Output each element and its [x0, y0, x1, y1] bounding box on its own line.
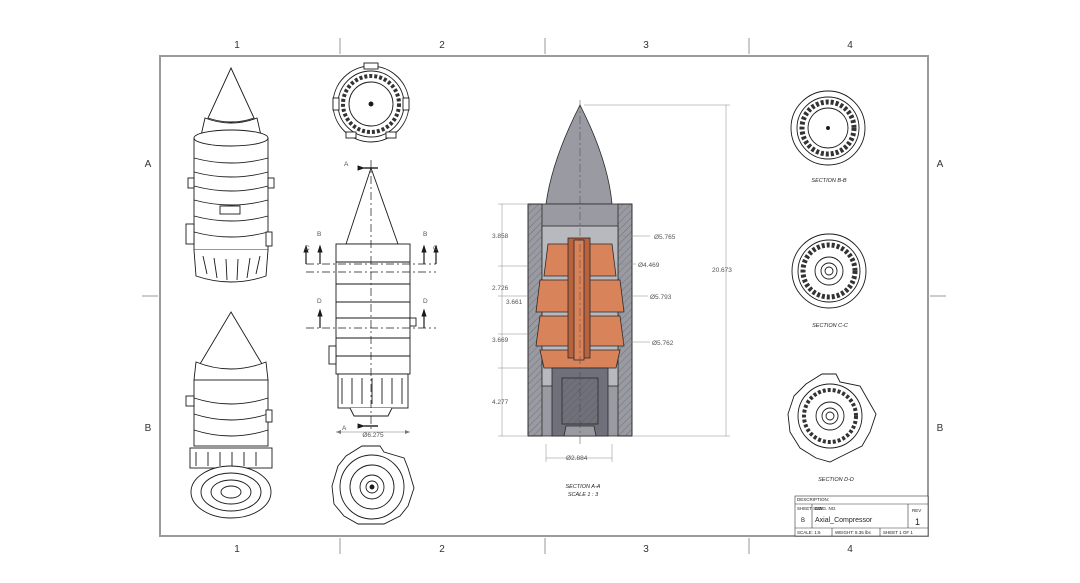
front-view	[303, 160, 439, 434]
dim-height-4: 3.669	[492, 337, 509, 344]
tb-sheet: SHEET 1 OF 1	[883, 530, 913, 535]
caption-section-aa: SECTION A-A	[566, 484, 601, 490]
marker-c-right: C	[433, 245, 438, 252]
tb-rev: 1	[915, 517, 920, 527]
marker-b-right: B	[423, 231, 427, 238]
tb-dwg-label: DWG. NO.	[815, 506, 837, 511]
dim-dia-4: Ø5.762	[652, 340, 674, 347]
zone-col-3-top: 3	[643, 40, 649, 51]
tb-description-label: DESCRIPTION:	[797, 497, 829, 502]
marker-b-left: B	[317, 231, 321, 238]
isometric-view-bottom	[185, 311, 273, 519]
zone-col-1-top: 1	[234, 40, 240, 51]
zone-row-b-left: B	[145, 423, 152, 434]
tb-weight: WEIGHT: 8.35 lbs	[835, 530, 872, 535]
section-cc-view	[791, 233, 867, 309]
section-markers: A A B B C C D D Ø6.275	[305, 161, 438, 439]
zone-labels: 1 2 3 4 1 2 3 4 A A B B	[145, 40, 944, 555]
tb-scale: SCALE: 1:6	[797, 530, 821, 535]
marker-a-bottom: A	[342, 425, 347, 432]
section-aa-view	[498, 100, 730, 462]
dim-height-5: 4.277	[492, 399, 509, 406]
caption-section-dd: SECTION D-D	[818, 477, 854, 483]
marker-d-right: D	[423, 298, 428, 305]
marker-a-top: A	[344, 161, 349, 168]
marker-d-left: D	[317, 298, 322, 305]
tb-size: B	[801, 518, 805, 524]
caption-scale: SCALE 1 : 3	[568, 492, 599, 498]
dim-bottom-dia: Ø2.884	[566, 455, 588, 462]
zone-col-1-bottom: 1	[234, 544, 240, 555]
isometric-view-top	[185, 66, 275, 283]
marker-c-left: C	[305, 245, 310, 252]
dim-height-1: 3.858	[492, 233, 509, 240]
zone-col-2-bottom: 2	[439, 544, 445, 555]
section-bb-view	[790, 90, 866, 166]
dim-front-width: Ø6.275	[362, 432, 384, 439]
title-block	[794, 495, 929, 537]
dim-overall-height: 20.673	[712, 267, 732, 274]
tb-size-label: SHEET SIZE	[797, 506, 823, 511]
section-dd-view	[787, 373, 877, 463]
tb-dwg-no: Axial_Compressor	[815, 517, 873, 524]
dim-height-2: 2.726	[492, 285, 509, 292]
caption-section-bb: SECTION B-B	[811, 178, 846, 184]
bottom-view	[331, 445, 415, 525]
section-aa-dimensions: 3.858 2.726 3.661 3.669 4.277 Ø5.765 Ø4.…	[492, 233, 732, 498]
caption-section-cc: SECTION C-C	[812, 323, 848, 329]
dim-dia-1: Ø5.765	[654, 234, 676, 241]
zone-row-b-right: B	[937, 423, 944, 434]
zone-col-4-bottom: 4	[847, 544, 853, 555]
zone-col-2-top: 2	[439, 40, 445, 51]
tb-rev-label: REV	[912, 508, 921, 513]
zone-row-a-right: A	[937, 159, 944, 170]
zone-col-3-bottom: 3	[643, 544, 649, 555]
sheet-border	[142, 38, 946, 554]
dim-dia-2: Ø4.469	[638, 262, 660, 269]
dim-dia-3: Ø5.793	[650, 294, 672, 301]
dim-height-3: 3.661	[506, 299, 523, 306]
title-block-text: DESCRIPTION: SHEET SIZE B DWG. NO. Axial…	[797, 497, 921, 535]
zone-row-a-left: A	[145, 159, 152, 170]
top-view	[332, 62, 410, 143]
zone-col-4-top: 4	[847, 40, 853, 51]
